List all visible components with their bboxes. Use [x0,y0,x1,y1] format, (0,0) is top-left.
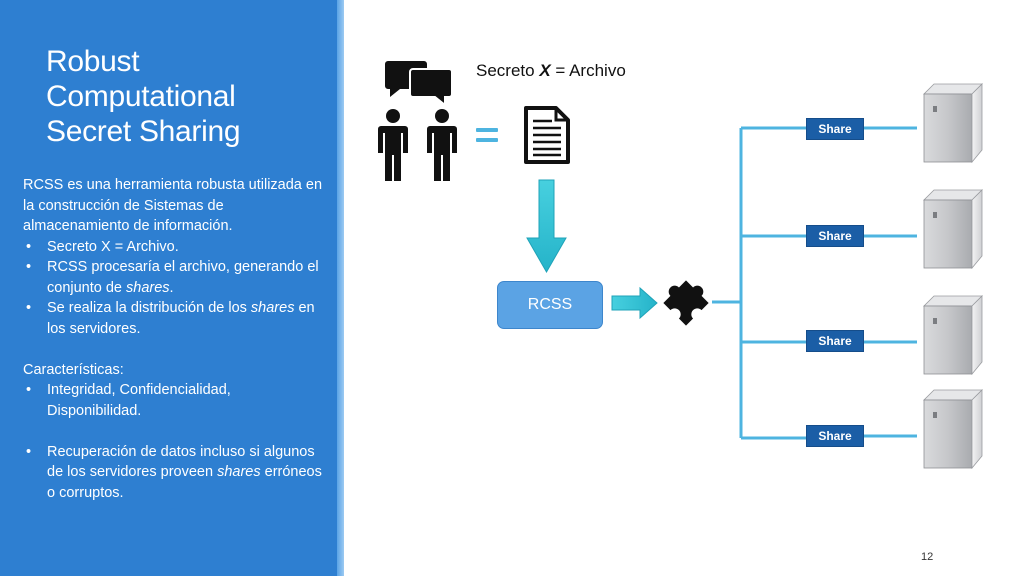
server-icon [923,83,983,164]
bullet-item: Integridad, Confidencialidad, Disponibil… [23,380,323,421]
arrow-down-icon [526,179,567,274]
bullet-text: erróneos o corruptos. [47,464,322,501]
feature-bullets: Integridad, Confidencialidad, Disponibil… [23,380,323,421]
title-line: Computational [46,80,236,113]
share-label: Share [806,330,864,352]
title-line: Robust [46,45,140,78]
bullet-text: Secreto X = Archivo. [47,238,179,255]
features-heading: Características: [23,361,124,378]
secret-label: Secreto X = Archivo [476,61,626,81]
secret-variable: X [539,61,551,80]
process-bullets: Secreto X = Archivo. RCSS procesaría el … [23,237,323,340]
body-text: RCSS es una herramienta robusta utilizad… [23,175,323,503]
document-icon [524,106,570,164]
intro-paragraph: RCSS es una herramienta robusta utilizad… [23,177,323,234]
arrow-right-icon [611,286,658,320]
bullet-text: Recuperación de datos incluso si algunos… [47,443,315,481]
panel-edge [337,0,344,576]
bullet-text: en los servidores. [47,300,315,337]
page-number: 12 [921,551,934,563]
bullet-text: Se realiza la distribución de los [47,300,251,316]
feature-bullets: Recuperación de datos incluso si algunos… [23,442,323,504]
bullet-emphasis: shares [126,279,170,296]
bullet-text: . [169,279,174,296]
share-label: Share [806,118,864,140]
bullet-text: RCSS procesaría el archivo, generando el… [47,259,319,296]
bullet-item: Recuperación de datos incluso si algunos… [23,442,323,504]
connector-tree [712,126,917,440]
secret-label-text: = Archivo [550,61,626,80]
server-icon [923,295,983,376]
share-label: Share [806,225,864,247]
bullet-emphasis: shares [250,300,295,316]
two-people-talking-icon [378,61,457,181]
equals-icon [476,128,498,142]
bullet-item: Secreto X = Archivo. [23,237,323,258]
server-icon [923,389,983,470]
share-label: Share [806,425,864,447]
bullet-item: RCSS procesaría el archivo, generando el… [23,257,323,298]
rcss-box: RCSS [497,281,603,329]
secret-label-text: Secreto [476,61,540,80]
slide-title: Robust Computational Secret Sharing [46,44,326,149]
title-line: Secret Sharing [46,115,241,148]
bullet-emphasis: shares [217,464,261,480]
bullet-text: Integridad, Confidencialidad, Disponibil… [47,382,231,419]
bullet-item: Se realiza la distribución de los shares… [23,298,323,339]
puzzle-piece-icon [663,280,709,326]
server-icon [923,189,983,270]
